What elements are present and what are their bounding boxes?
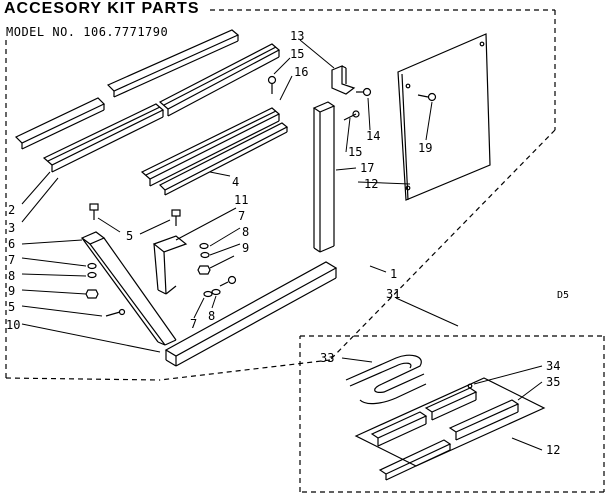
screw-19 xyxy=(417,92,437,102)
callout-7a: 7 xyxy=(8,253,15,267)
bracket-11 xyxy=(152,235,188,295)
callout-16: 16 xyxy=(294,65,308,79)
screw-14 xyxy=(356,87,372,97)
pad-35 xyxy=(370,399,520,447)
callout-13: 13 xyxy=(290,29,304,43)
strip-2 xyxy=(14,97,106,150)
callout-3: 3 xyxy=(8,221,15,235)
channel-3 xyxy=(42,103,165,173)
callout-15a: 15 xyxy=(290,47,304,61)
callout-6: 6 xyxy=(8,237,15,251)
bracket-13 xyxy=(331,65,356,95)
callout-8b: 8 xyxy=(242,225,249,239)
hardware-left xyxy=(85,262,99,299)
hardware-right xyxy=(197,242,237,298)
callout-9b: 9 xyxy=(242,241,249,255)
callout-12a: 12 xyxy=(364,177,378,191)
callout-12b: 12 xyxy=(546,443,560,457)
callout-19: 19 xyxy=(418,141,432,155)
callout-7c: 7 xyxy=(190,317,197,331)
model-number: MODEL NO. 106.7771790 xyxy=(6,25,169,39)
callout-8c: 8 xyxy=(208,309,215,323)
arm-6 xyxy=(80,231,177,346)
callout-31: 31 xyxy=(386,287,400,301)
screw-15-top xyxy=(267,75,277,94)
callout-8a: 8 xyxy=(8,269,15,283)
subkit-border xyxy=(299,335,605,493)
screw-15 xyxy=(343,110,360,121)
leader-lines xyxy=(21,39,543,451)
callout-10: 10 xyxy=(6,318,20,332)
rail-10 xyxy=(164,261,338,367)
callout-15b: 15 xyxy=(348,145,362,159)
channel-upper xyxy=(158,43,281,117)
callout-17: 17 xyxy=(360,161,374,175)
callout-34: 34 xyxy=(546,359,560,373)
kit-border xyxy=(5,9,556,381)
seal-33 xyxy=(345,354,427,405)
callout-2: 2 xyxy=(8,203,15,217)
diagram-title: ACCESORY KIT PARTS xyxy=(4,0,200,17)
callout-14: 14 xyxy=(366,129,380,143)
diagram-code: D5 xyxy=(557,290,570,301)
callout-5b: 5 xyxy=(8,300,15,314)
screw-5-upper xyxy=(89,203,181,226)
screw-5-lower xyxy=(105,308,126,317)
callout-33: 33 xyxy=(320,351,334,365)
post-17 xyxy=(312,101,336,253)
panel-12-sub xyxy=(354,377,546,467)
callout-5a: 5 xyxy=(126,229,133,243)
strip-4 xyxy=(158,122,289,196)
callout-35: 35 xyxy=(546,375,560,389)
strip-top-left xyxy=(106,29,240,98)
callout-11: 11 xyxy=(234,193,248,207)
callout-7b: 7 xyxy=(238,209,245,223)
pad-34 xyxy=(424,387,478,421)
callout-labels: 2 3 6 7 8 9 5 10 5 4 11 7 8 9 7 8 13 15 … xyxy=(6,29,560,457)
channel-16 xyxy=(140,107,281,187)
strip-sub xyxy=(378,439,452,481)
callout-1: 1 xyxy=(390,267,397,281)
callout-4: 4 xyxy=(232,175,239,189)
panel-12 xyxy=(397,33,491,201)
callout-9a: 9 xyxy=(8,284,15,298)
